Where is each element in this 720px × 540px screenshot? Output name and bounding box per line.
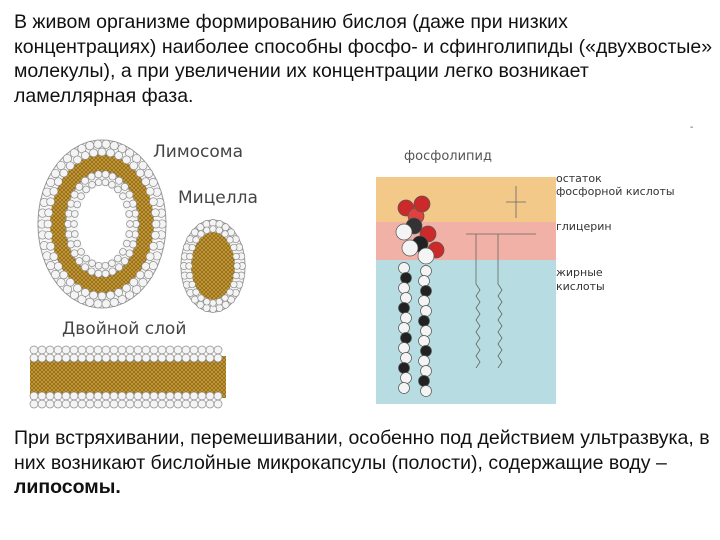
liposome-label: Лимосома — [153, 142, 244, 162]
fatty-acids-label-line2: кислоты — [556, 280, 605, 293]
decorative-dash: - — [690, 122, 694, 133]
bilayer-illustration — [29, 345, 226, 409]
phospholipid-title: фосфолипид — [404, 149, 492, 164]
glycerol-label: глицерин — [556, 220, 612, 233]
fatty-acids-label-line1: жирные — [556, 266, 603, 279]
paragraph2-text: При встряхивании, перемешивании, особенн… — [14, 427, 710, 474]
phosphate-label-line2: фосфорной кислоты — [556, 185, 675, 198]
liposome-paragraph: При встряхивании, перемешивании, особенн… — [14, 426, 714, 500]
phosphate-label-line1: остаток — [556, 172, 602, 185]
micelle-label: Мицелла — [178, 188, 258, 208]
bilayer-label: Двойной слой — [62, 319, 187, 339]
micelle-illustration — [180, 219, 246, 313]
liposome-term: липосомы. — [14, 476, 121, 498]
intro-paragraph: В живом организме формированию бислоя (д… — [14, 11, 713, 107]
phospholipid-diagram — [376, 177, 556, 404]
liposome-illustration — [37, 139, 167, 309]
